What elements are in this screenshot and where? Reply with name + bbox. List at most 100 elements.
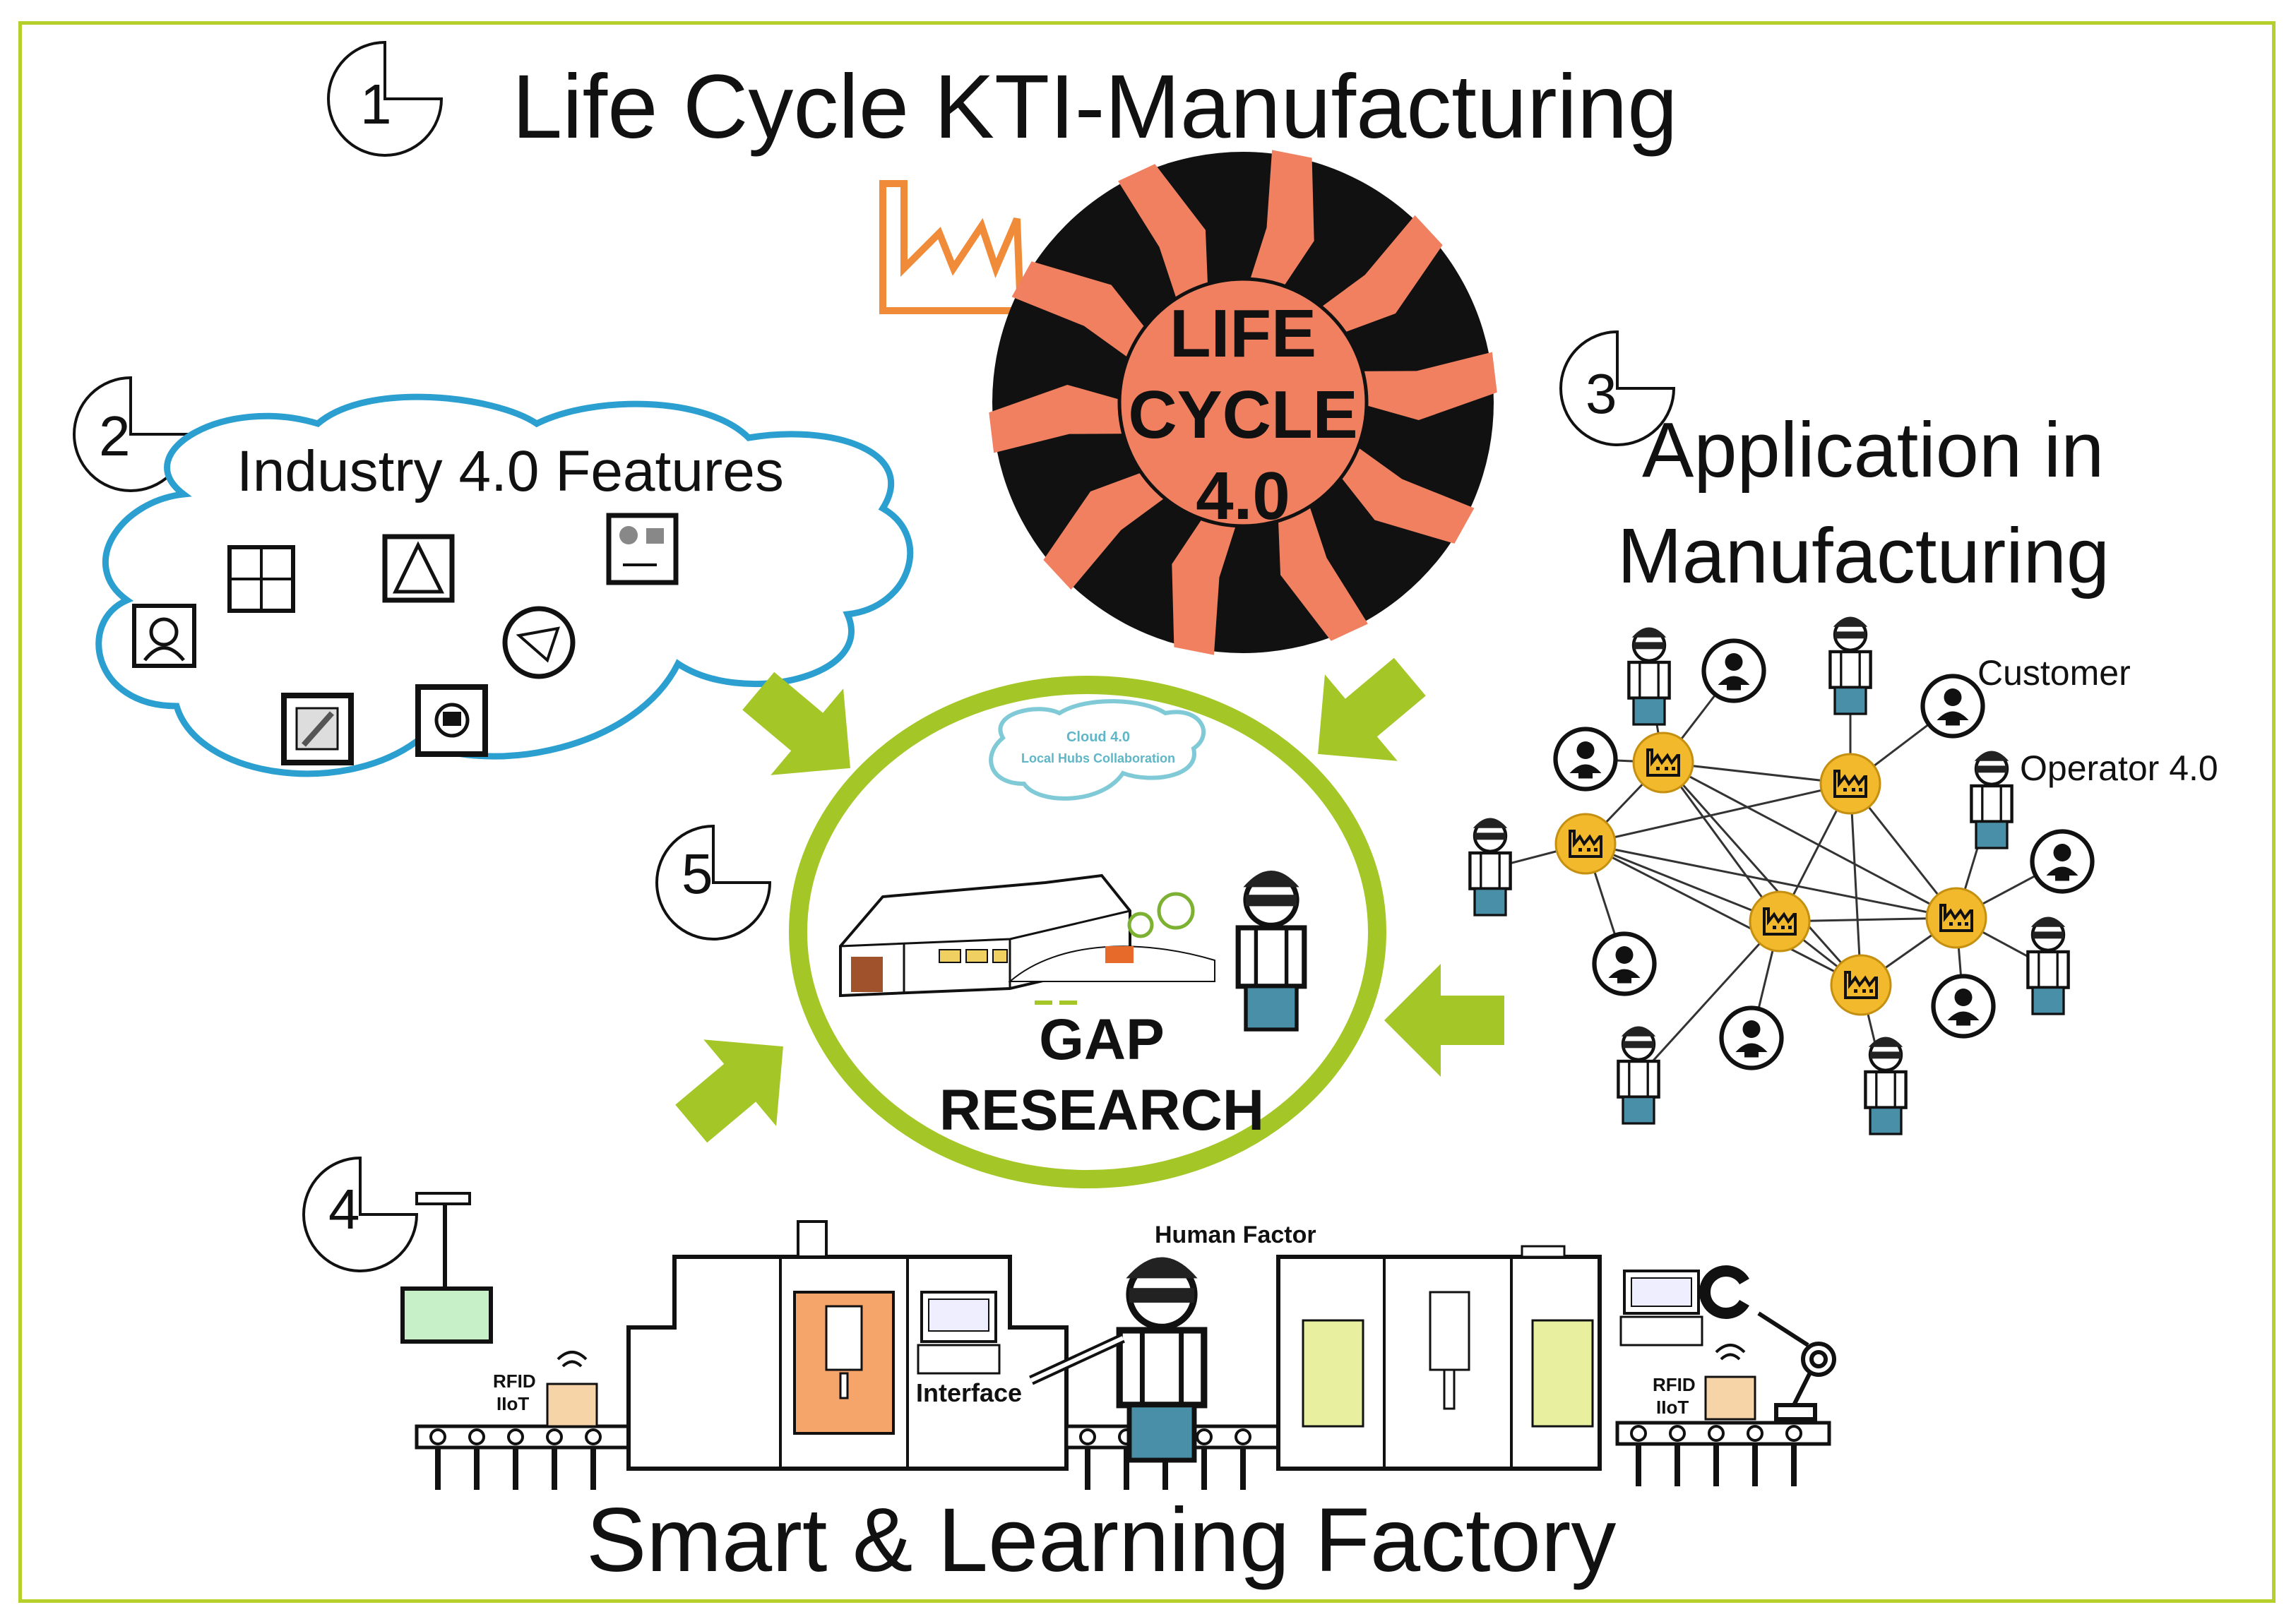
puzzle-icon (227, 545, 295, 613)
interface-label: Interface (916, 1378, 1022, 1407)
application-section: Application in Manufacturing Customer Op… (1470, 407, 2218, 1134)
operator-icon (1971, 751, 2011, 849)
operator-icon (1470, 818, 1510, 916)
robot-arm-icon (1699, 1265, 1836, 1421)
conveyor-roller (1708, 1425, 1725, 1442)
collaboration-icon (132, 604, 196, 668)
wheel-label-line1: LIFE (1170, 296, 1316, 371)
robot-icon (415, 684, 488, 757)
wheel-spoke (1118, 164, 1208, 309)
navigation-icon (382, 534, 455, 603)
operator-icon (1618, 1027, 1658, 1124)
operator-icon (1830, 617, 1870, 715)
smart-factory: RFID IIoT Interface Human Factor (400, 1192, 1836, 1591)
network-link (1849, 783, 1862, 986)
iiot-right-label: IIoT (1656, 1397, 1689, 1418)
network-sphere-icon (502, 606, 576, 679)
wheel-spoke (1043, 468, 1174, 590)
section-number-2: 2 (99, 405, 131, 467)
wheel-label-line3: 4.0 (1196, 458, 1290, 534)
conveyor-roller (468, 1428, 485, 1445)
factory-outline-icon (879, 180, 1025, 314)
life-cycle-wheel: LIFE CYCLE 4.0 (989, 150, 1497, 655)
iiot-left-label: IIoT (496, 1393, 529, 1414)
gap-label-line1: GAP (1039, 1008, 1165, 1072)
operator-label: Operator 4.0 (2020, 748, 2218, 788)
conveyor-roller (1747, 1425, 1763, 1442)
outer-frame (18, 21, 2276, 1603)
factory-title: Smart & Learning Factory (586, 1490, 1616, 1591)
network-link (1662, 761, 1851, 785)
customer-icon (1556, 729, 1616, 789)
section-marker-4: 4 (302, 1156, 419, 1272)
customer-label: Customer (1977, 653, 2131, 693)
section-marker-5: 5 (655, 824, 772, 941)
conveyor-roller (1669, 1425, 1686, 1442)
factory-node (1925, 887, 1987, 949)
conveyor-roller (1235, 1428, 1251, 1445)
conveyor-roller (585, 1428, 602, 1445)
factory-node (1819, 753, 1881, 815)
rfid-left-label: RFID (493, 1371, 536, 1392)
arrow-from-application (1384, 964, 1504, 1077)
wifi-icon (557, 1351, 588, 1368)
factory-building-illustration (839, 873, 1215, 1005)
conveyor-roller (1785, 1425, 1802, 1442)
network-link (1585, 842, 1780, 923)
wheel-spoke (1247, 150, 1314, 295)
section-number-4: 4 (328, 1178, 360, 1241)
wheel-label-line2: CYCLE (1128, 377, 1357, 453)
cloud-label-2: Local Hubs Collaboration (1021, 751, 1175, 765)
conveyor-roller (546, 1428, 563, 1445)
network-link (1637, 920, 1781, 1078)
customer-icon (1704, 641, 1764, 701)
human-factor-worker (1119, 1258, 1204, 1461)
workflow-icon (606, 513, 679, 585)
factory-node (1749, 890, 1811, 953)
factory-node (1632, 732, 1694, 794)
operator-icon (2028, 917, 2068, 1015)
industry-features-cloud: Industry 4.0 Features (95, 393, 914, 777)
wheel-spoke (1312, 215, 1443, 337)
factory-node (1830, 954, 1892, 1016)
customer-icon (1722, 1008, 1782, 1068)
section-number-3: 3 (1586, 362, 1617, 425)
conveyor-roller (507, 1428, 524, 1445)
network-link (1662, 762, 1862, 986)
arrow-from-factory (655, 1003, 820, 1167)
tool-icon (281, 693, 354, 765)
conveyor-roller (1630, 1425, 1647, 1442)
industry-features-label: Industry 4.0 Features (237, 439, 784, 503)
gap-research: Cloud 4.0 Local Hubs Collaboration GAP R… (789, 676, 1386, 1188)
customer-icon (1595, 934, 1655, 994)
section-marker-3: 3 (1559, 330, 1676, 446)
section-number-5: 5 (682, 842, 713, 905)
cloud-label-1: Cloud 4.0 (1066, 729, 1130, 745)
network-link (1662, 762, 1781, 922)
page-title: Life Cycle KTI-Manufacturing (512, 56, 1677, 157)
gap-label-line2: RESEARCH (939, 1078, 1264, 1142)
conveyor-roller (1196, 1428, 1213, 1445)
worker-figure (1238, 871, 1304, 1029)
wheel-spoke (1351, 352, 1497, 421)
network-link (1662, 761, 1957, 919)
wheel-spoke (1011, 261, 1152, 364)
customer-icon (1934, 977, 1994, 1037)
customer-icon (1923, 676, 1983, 736)
section-number-1: 1 (360, 73, 392, 136)
section-marker-1: 1 (327, 40, 444, 157)
network-link (1585, 842, 1862, 986)
wheel-spoke (1172, 510, 1239, 655)
wifi-icon-right (1715, 1344, 1746, 1361)
customer-icon (2033, 832, 2093, 892)
conveyor-roller (429, 1428, 446, 1445)
wheel-spoke (989, 384, 1135, 453)
wheel-spoke (1278, 496, 1368, 641)
rfid-right-label: RFID (1653, 1374, 1696, 1395)
application-label-line1: Application in (1642, 407, 2104, 494)
operator-icon (1629, 628, 1669, 725)
wheel-spoke (1334, 441, 1475, 544)
network-link (1585, 782, 1851, 845)
conveyor-roller (1079, 1428, 1096, 1445)
